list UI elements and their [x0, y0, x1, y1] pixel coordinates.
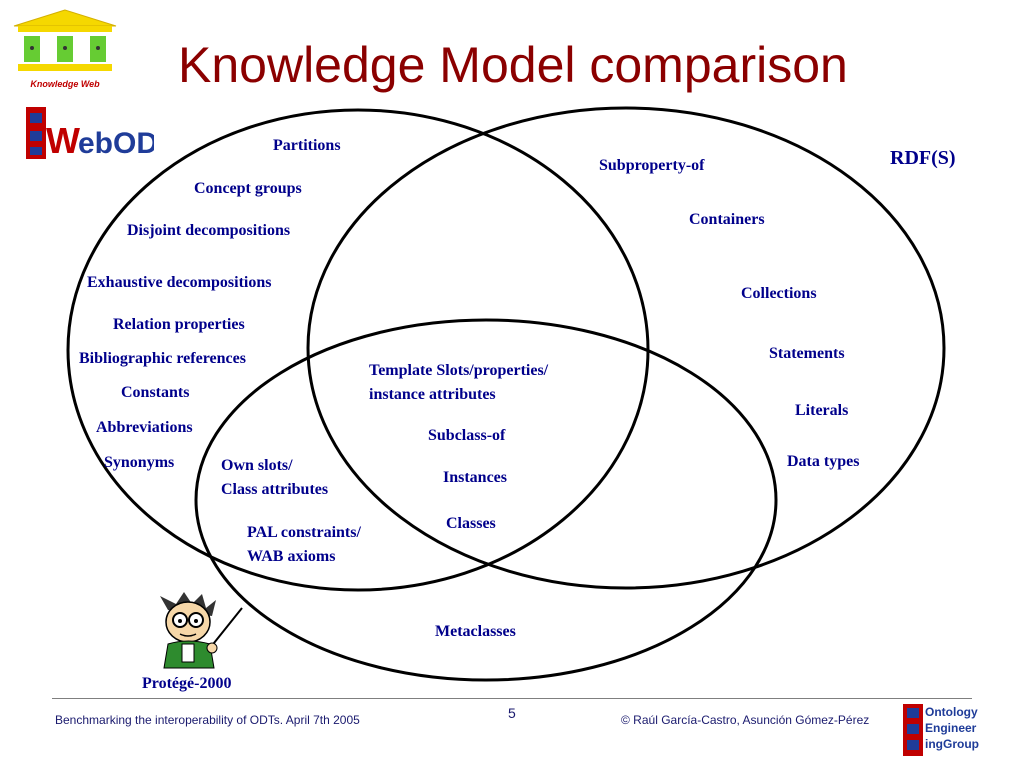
oeg-logo-line-2: Engineer [925, 721, 977, 735]
label-own-slots: Own slots/ Class attributes [221, 454, 328, 502]
protege-set-label: Protégé-2000 [142, 675, 232, 692]
label-data-types: Data types [787, 453, 860, 470]
oeg-logo-line-3: ingGroup [925, 737, 979, 751]
knowledge-web-logo: Knowledge Web [10, 8, 120, 90]
ontology-engineering-group-logo: Ontology Engineer ingGroup [903, 704, 979, 756]
label-synonyms: Synonyms [104, 454, 175, 471]
label-collections: Collections [741, 285, 817, 302]
label-pal-constraints-line-1: PAL constraints/ [247, 524, 361, 541]
footer-left-text: Benchmarking the interoperability of ODT… [55, 713, 360, 727]
label-template-slots: Template Slots/properties/ instance attr… [369, 359, 548, 407]
label-relation-properties: Relation properties [113, 316, 245, 333]
protege-mascot-icon [160, 592, 243, 669]
label-pal-constraints-line-2: WAB axioms [247, 548, 336, 565]
oeg-logo-line-1: Ontology [925, 705, 978, 719]
label-metaclasses: Metaclasses [435, 623, 516, 640]
protege-set-ellipse [194, 318, 778, 682]
label-pal-constraints: PAL constraints/ WAB axioms [247, 521, 361, 569]
knowledge-web-label: Knowledge Web [30, 79, 100, 89]
rdfs-set-label: RDF(S) [890, 147, 956, 169]
label-template-slots-line-1: Template Slots/properties/ [369, 362, 549, 379]
label-concept-groups: Concept groups [194, 180, 302, 197]
label-template-slots-line-2: instance attributes [369, 386, 496, 403]
label-own-slots-line-1: Own slots/ [221, 457, 293, 474]
label-subproperty-of: Subproperty-of [599, 157, 705, 174]
page-title: Knowledge Model comparison [178, 37, 848, 93]
page-number: 5 [508, 705, 516, 721]
label-containers: Containers [689, 211, 765, 228]
label-classes: Classes [446, 515, 496, 532]
label-partitions: Partitions [273, 137, 341, 154]
label-literals: Literals [795, 402, 849, 419]
label-abbreviations: Abbreviations [96, 419, 193, 436]
label-exhaustive-decompositions: Exhaustive decompositions [87, 274, 272, 291]
rdfs-set-ellipse [306, 106, 946, 590]
temple-icon [13, 9, 117, 71]
footer-divider [52, 698, 972, 699]
label-subclass-of: Subclass-of [428, 427, 506, 444]
label-instances: Instances [443, 469, 508, 486]
label-bibliographic-references: Bibliographic references [79, 350, 246, 367]
footer-right-text: © Raúl García-Castro, Asunción Gómez-Pér… [621, 713, 870, 727]
label-statements: Statements [769, 345, 845, 362]
label-own-slots-line-2: Class attributes [221, 481, 329, 498]
label-disjoint-decompositions: Disjoint decompositions [127, 222, 291, 239]
label-constants: Constants [121, 384, 190, 401]
oeg-logo-mark [903, 704, 923, 756]
svg-text:W: W [46, 120, 80, 161]
